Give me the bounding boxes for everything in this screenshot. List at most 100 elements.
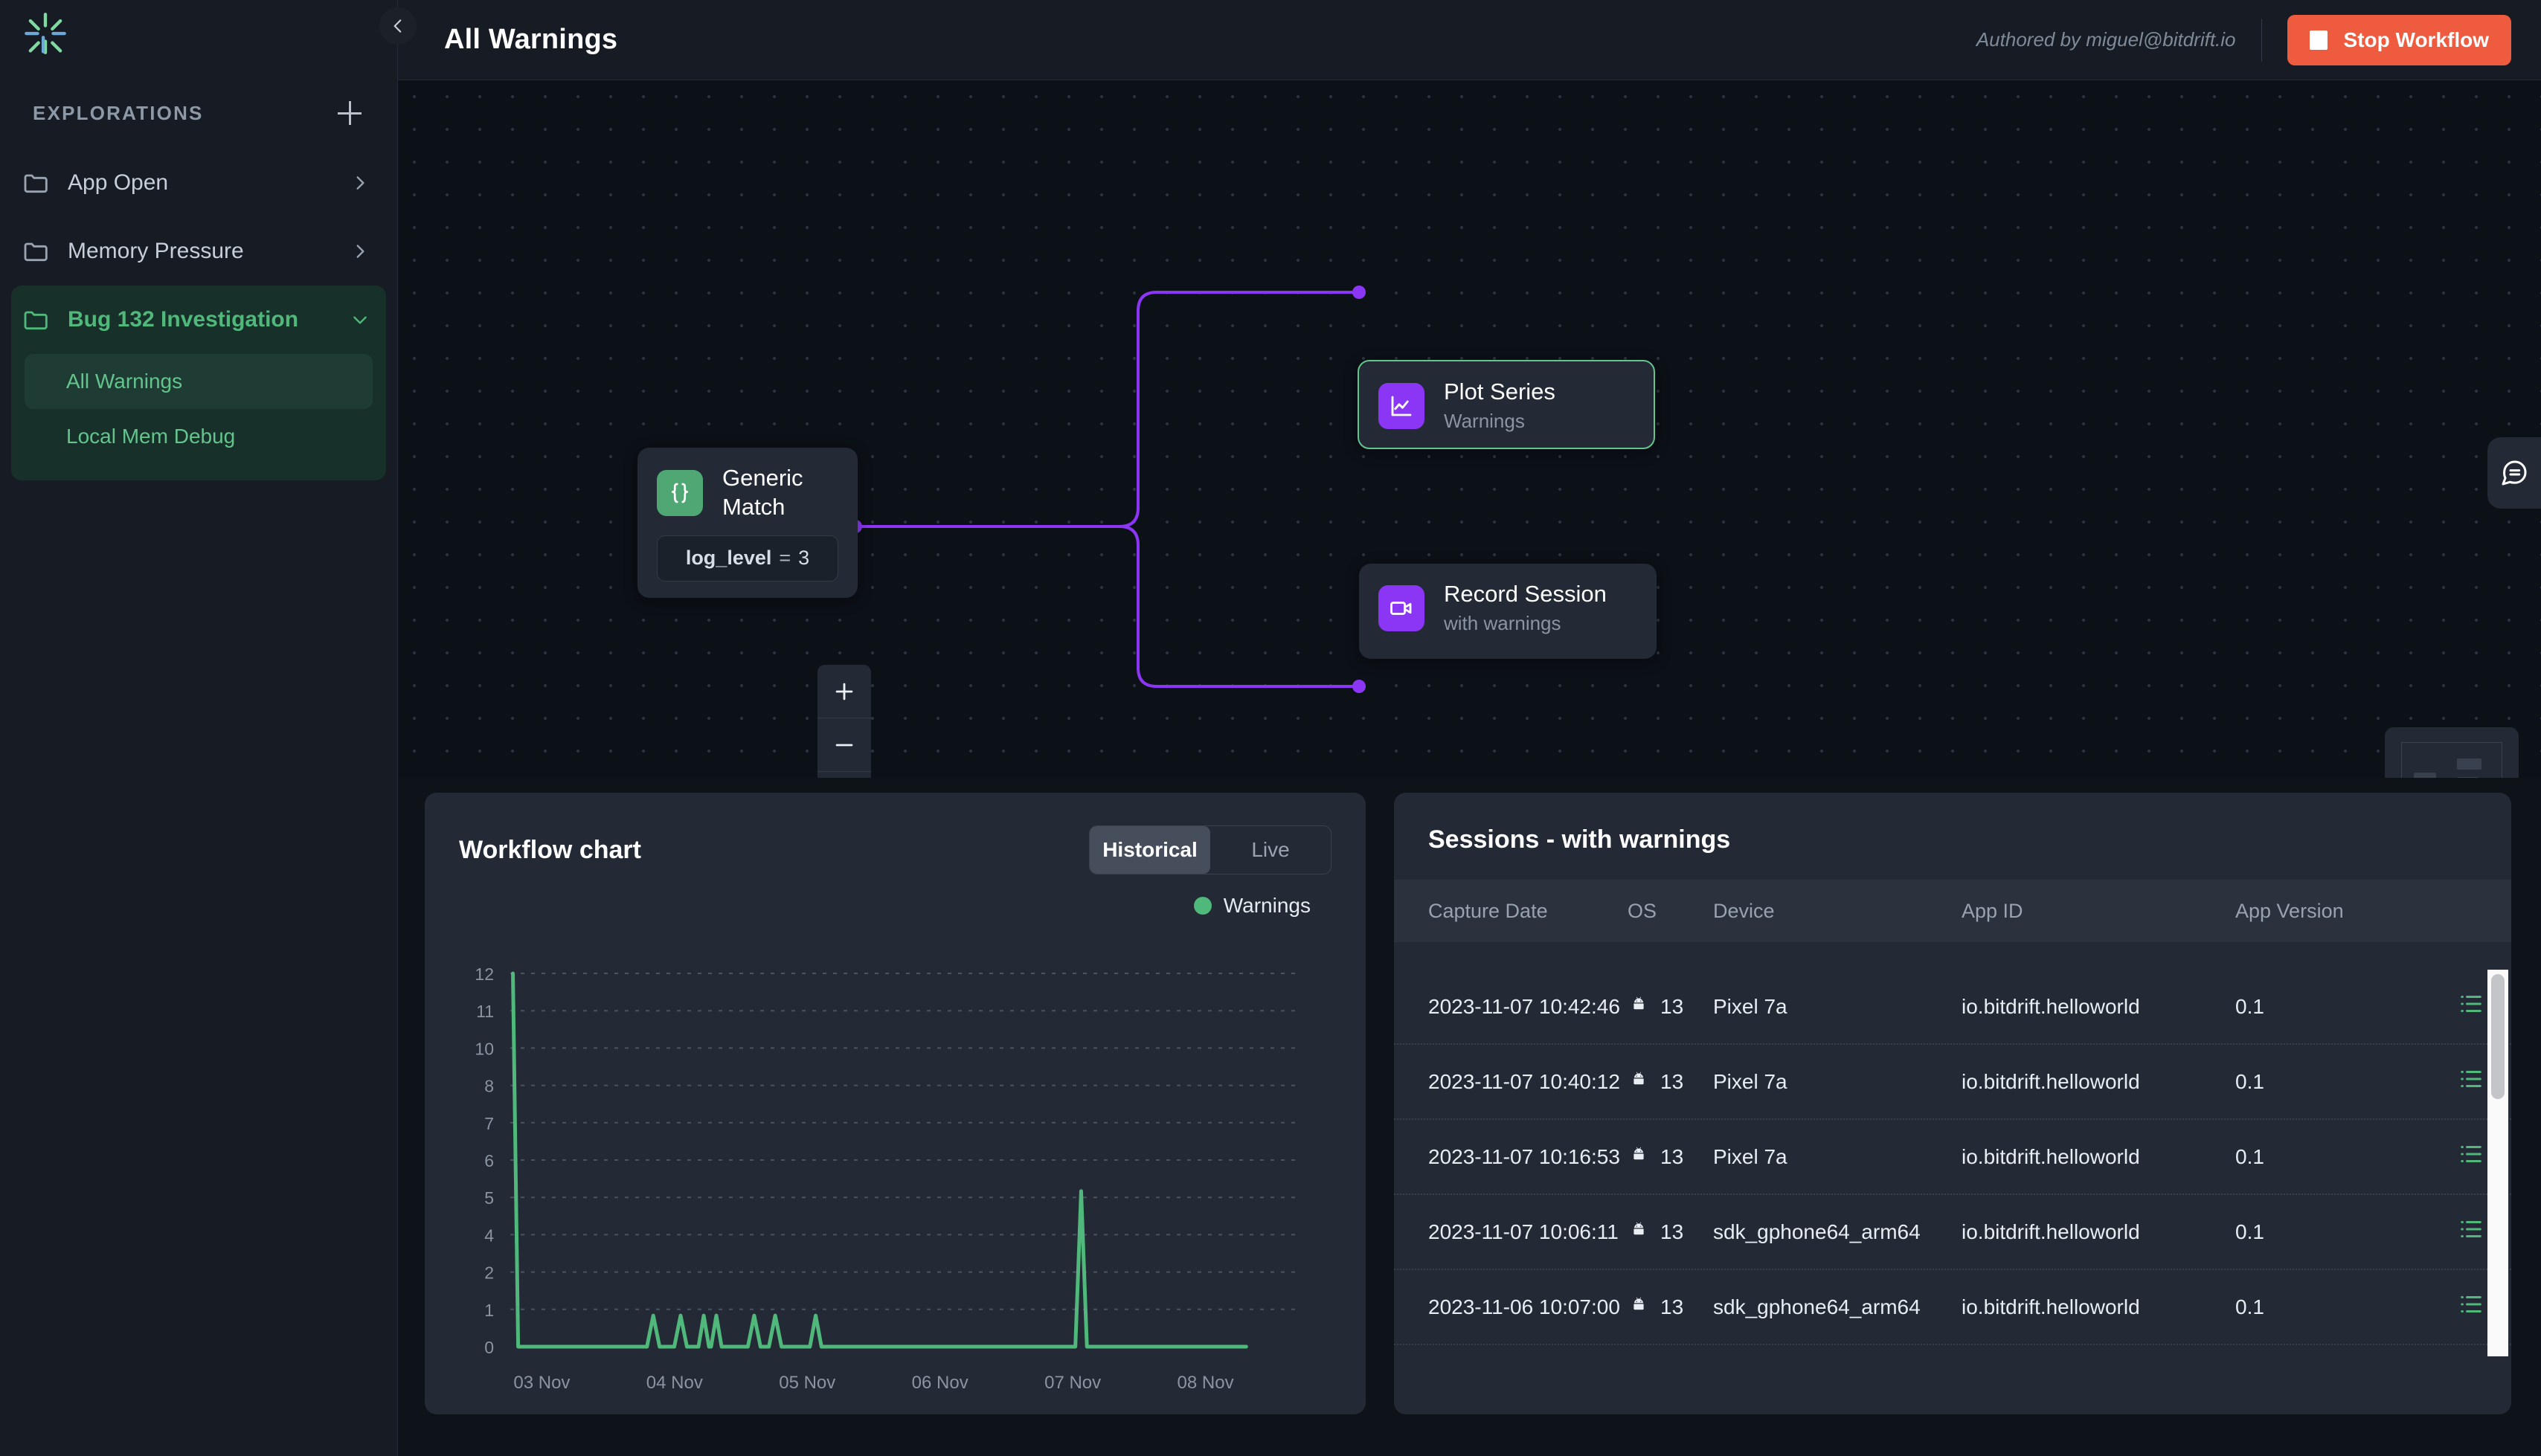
sidebar-item-app-open[interactable]: App Open [11,149,386,217]
stop-workflow-button[interactable]: Stop Workflow [2287,15,2511,65]
node-title: Record Session [1444,580,1607,609]
explorations-title: EXPLORATIONS [33,102,204,125]
cell-os: 13 [1628,1293,1713,1321]
table-row[interactable]: 2023-11-07 10:42:4613Pixel 7aio.bitdrift… [1394,970,2511,1045]
android-icon [1628,1143,1650,1170]
row-actions[interactable] [2458,1218,2484,1246]
list-lines-icon[interactable] [2458,1143,2484,1170]
table-scrollbar[interactable] [2487,970,2508,1356]
list-lines-icon[interactable] [2458,993,2484,1020]
table-body: 2023-11-07 10:42:4613Pixel 7aio.bitdrift… [1394,970,2511,1414]
x-axis-tick-label: 08 Nov [1178,1373,1234,1393]
cell-device: sdk_gphone64_arm64 [1713,1295,1962,1319]
list-lines-icon[interactable] [2458,1068,2484,1095]
stop-workflow-label: Stop Workflow [2344,28,2489,52]
sidebar-group-bug-132-investigation: Bug 132 Investigation All Warnings Local… [11,286,386,480]
workflow-node-record-session[interactable]: Record Session with warnings [1359,564,1657,659]
cell-os-value: 13 [1660,1220,1683,1244]
column-header-app-id[interactable]: App ID [1962,900,2235,923]
workflow-canvas[interactable]: Generic Match log_level = 3 [398,80,2541,778]
cell-capture-date: 2023-11-07 10:42:46 [1428,995,1628,1019]
chart-plot[interactable]: 1211108765421003 Nov04 Nov05 Nov06 Nov07… [425,960,1366,1414]
list-lines-icon[interactable] [2458,1218,2484,1246]
chevron-right-icon[interactable] [350,242,370,261]
row-actions[interactable] [2458,1293,2484,1321]
workflow-node-plot-series[interactable]: Plot Series Warnings [1358,360,1655,449]
chart-mode-toggle: Historical Live [1089,825,1331,874]
zoom-in-button[interactable] [817,665,871,718]
y-axis-tick-label: 10 [475,1039,494,1058]
sessions-panel: Sessions - with warnings Capture Date OS… [1394,793,2511,1414]
workflow-node-generic-match[interactable]: Generic Match log_level = 3 [637,448,858,598]
table-scrollbar-thumb[interactable] [2491,974,2505,1099]
android-icon [1628,1218,1650,1246]
y-axis-tick-label: 4 [484,1225,494,1245]
sidebar-item-local-mem-debug[interactable]: Local Mem Debug [25,409,373,464]
sidebar: EXPLORATIONS App Open [0,0,398,1456]
sidebar-item-label: App Open [68,170,350,196]
cell-device: Pixel 7a [1713,995,1962,1019]
node-title: Generic Match [722,464,838,522]
cell-app-version: 0.1 [2235,1145,2458,1169]
folder-icon [22,236,51,266]
node-text: Generic Match [722,464,838,522]
chevron-down-icon[interactable] [350,310,370,329]
table-row[interactable]: 2023-11-07 10:06:1113sdk_gphone64_arm64i… [1394,1195,2511,1270]
top-bar-right: Authored by miguel@bitdrift.io Stop Work… [1976,15,2511,65]
chart-svg: 1211108765421003 Nov04 Nov05 Nov06 Nov07… [425,960,1366,1414]
node-header: Record Session with warnings [1359,564,1657,650]
node-condition-pill[interactable]: log_level = 3 [657,535,838,582]
zoom-out-button[interactable] [817,718,871,772]
sidebar-collapse-chevron-left-icon[interactable] [379,7,417,45]
x-axis-tick-label: 03 Nov [513,1373,570,1393]
row-actions[interactable] [2458,1068,2484,1095]
column-header-capture-date[interactable]: Capture Date [1428,900,1628,923]
minimap-viewport [2401,742,2502,778]
x-axis-tick-label: 04 Nov [646,1373,703,1393]
divider [2261,19,2262,62]
row-actions[interactable] [2458,1143,2484,1170]
canvas-minimap[interactable] [2385,727,2519,778]
workflow-chart-panel: Workflow chart Historical Live Warnings … [425,793,1366,1414]
legend-color-swatch [1194,897,1212,915]
chart-legend: Warnings [425,874,1366,918]
list-lines-icon[interactable] [2458,1293,2484,1321]
authored-by-label: Authored by miguel@bitdrift.io [1976,28,2261,51]
cell-device: sdk_gphone64_arm64 [1713,1220,1962,1244]
workflow-chart-title: Workflow chart [459,836,641,865]
condition-operator: = [779,547,791,570]
column-header-app-version[interactable]: App Version [2235,900,2458,923]
table-row[interactable]: 2023-11-06 10:07:0013sdk_gphone64_arm64i… [1394,1270,2511,1345]
chat-bubble-icon[interactable] [2487,437,2541,509]
column-header-os[interactable]: OS [1628,900,1713,923]
android-icon [1628,1293,1650,1321]
cell-device: Pixel 7a [1713,1145,1962,1169]
bitdrift-asterisk-logo-icon[interactable] [19,7,71,59]
video-camera-icon [1378,585,1424,631]
sidebar-item-bug-132-investigation[interactable]: Bug 132 Investigation [11,286,386,354]
add-exploration-plus-icon[interactable] [335,98,364,128]
node-subtitle: Warnings [1444,408,1555,434]
row-actions[interactable] [2458,993,2484,1020]
folder-icon [22,305,51,335]
sidebar-item-label: Memory Pressure [68,239,350,264]
chevron-right-icon[interactable] [350,173,370,193]
x-axis-tick-label: 06 Nov [912,1373,968,1393]
sessions-header: Sessions - with warnings [1394,793,2511,880]
table-row[interactable]: 2023-11-07 10:40:1213Pixel 7aio.bitdrift… [1394,1045,2511,1120]
sidebar-item-all-warnings[interactable]: All Warnings [25,354,373,409]
column-header-device[interactable]: Device [1713,900,1962,923]
sidebar-group-memory-pressure: Memory Pressure [11,217,386,286]
y-axis-tick-label: 6 [484,1151,494,1170]
cell-os-value: 13 [1660,1145,1683,1169]
fit-view-button[interactable] [817,772,871,778]
minimap-node [2457,758,2482,770]
cell-app-id: io.bitdrift.helloworld [1962,1070,2235,1094]
sidebar-item-memory-pressure[interactable]: Memory Pressure [11,217,386,286]
x-axis-tick-label: 07 Nov [1044,1373,1101,1393]
cell-app-id: io.bitdrift.helloworld [1962,995,2235,1019]
tab-live[interactable]: Live [1210,826,1331,874]
tab-historical[interactable]: Historical [1090,826,1210,874]
table-row[interactable]: 2023-11-07 10:16:5313Pixel 7aio.bitdrift… [1394,1120,2511,1195]
